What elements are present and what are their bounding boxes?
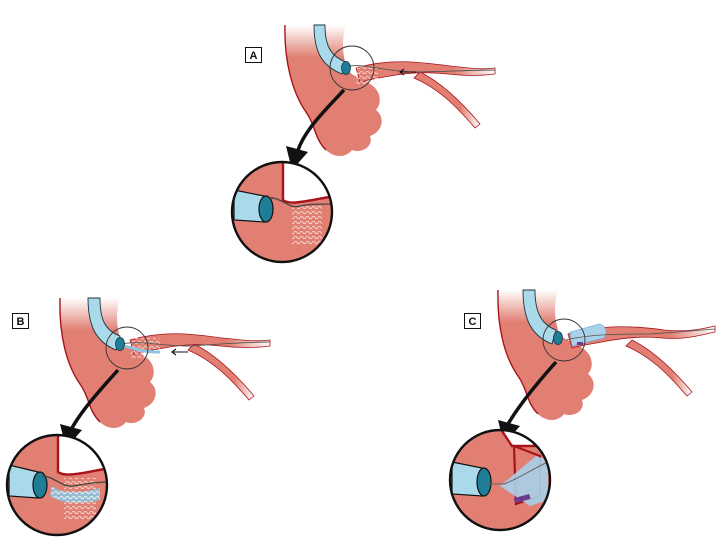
panel-label-c: C [464, 313, 481, 329]
pancreatic-duct-a [413, 71, 481, 129]
pancreatic-duct-b [187, 343, 255, 401]
endoscope-a [313, 24, 351, 75]
direction-arrow-b [171, 348, 188, 356]
stent-mesh-a [356, 64, 378, 84]
duodenum-anatomy-a [284, 24, 496, 156]
magnify-ring-a [329, 45, 375, 91]
panel-b [5, 297, 271, 537]
magnify-ring-b [105, 326, 149, 370]
duodenum-anatomy-c [497, 289, 716, 420]
magnified-view-c [448, 428, 552, 532]
panel-a [230, 24, 496, 264]
magnify-ring-c [542, 318, 586, 362]
pancreatic-duct-c [625, 339, 693, 397]
magnified-view-a [230, 160, 334, 264]
panel-label-a: A [245, 47, 262, 63]
stent-clip-c [577, 342, 583, 345]
duodenum-anatomy-b [59, 297, 271, 428]
deployed-stent-c [569, 323, 607, 347]
endoscope-b [87, 297, 125, 351]
endoscope-c [522, 289, 563, 345]
magnified-view-b [5, 433, 109, 537]
callout-arrow-b [70, 368, 120, 429]
guidewire-c [565, 328, 716, 341]
direction-arrow-a [399, 68, 416, 76]
callout-arrow-a [296, 88, 346, 151]
panel-c [448, 289, 716, 532]
guidewire-b [121, 341, 271, 347]
panel-label-b: B [12, 313, 29, 329]
callout-arrow-c [506, 360, 558, 425]
